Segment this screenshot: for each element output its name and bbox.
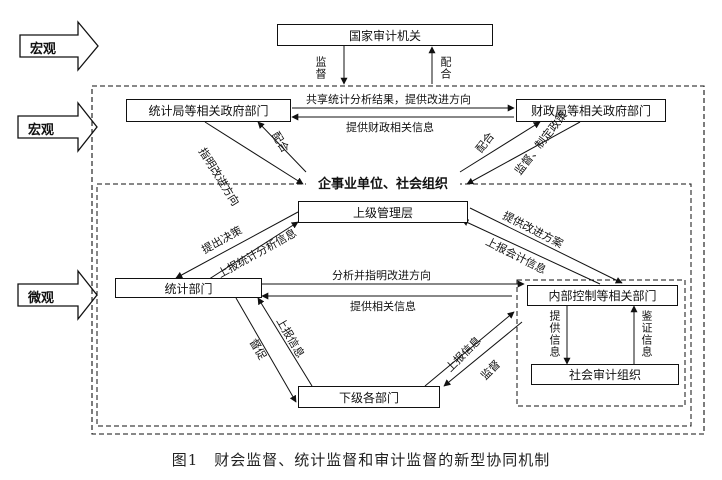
node-upper-management: 上级管理层 bbox=[298, 201, 468, 223]
label-provide-info: 提供信息 bbox=[548, 310, 561, 358]
node-statistics-bureau: 统计局等相关政府部门 bbox=[126, 99, 291, 122]
tier-label-micro: 微观 bbox=[28, 291, 55, 306]
arrow-give-decision bbox=[175, 211, 299, 279]
label-audit-cooperate: 配合 bbox=[439, 56, 452, 80]
label-provide-related-info: 提供相关信息 bbox=[350, 300, 416, 313]
arrow-report-info-right bbox=[424, 311, 515, 387]
node-social-audit: 社会审计组织 bbox=[531, 364, 679, 385]
tier-arrow-micro bbox=[17, 269, 98, 321]
node-enterprises: 企事业单位、社会组织 bbox=[306, 172, 460, 192]
arrow-report-accounting bbox=[461, 219, 601, 285]
tier-label-top: 宏观 bbox=[30, 42, 57, 57]
arrow-report-stat-info bbox=[202, 221, 299, 284]
node-internal-control: 内部控制等相关部门 bbox=[527, 285, 678, 306]
tier-arrow-mid bbox=[17, 101, 98, 153]
arrow-fin-cooperate bbox=[459, 121, 541, 173]
label-audit-supervise: 监督 bbox=[314, 56, 327, 80]
arrow-provide-plan bbox=[469, 207, 623, 284]
arrow-point-direction bbox=[204, 121, 304, 185]
node-finance-bureau: 财政局等相关政府部门 bbox=[516, 99, 666, 122]
label-analyze-direction: 分析并指明改进方向 bbox=[332, 269, 431, 282]
label-share-results: 共享统计分析结果，提供改进方向 bbox=[306, 93, 471, 106]
figure-caption: 图1 财会监督、统计监督和审计监督的新型协同机制 bbox=[171, 451, 551, 469]
internal-boundary bbox=[516, 279, 686, 407]
tier-arrow-top bbox=[19, 20, 99, 72]
node-statistics-dept: 统计部门 bbox=[115, 278, 262, 298]
node-lower-depts: 下级各部门 bbox=[298, 386, 440, 408]
arrow-report-info-left bbox=[257, 297, 313, 387]
arrow-supervise-policy bbox=[466, 121, 581, 185]
label-verify-info: 鉴证信息 bbox=[640, 310, 653, 358]
outer-boundary bbox=[91, 85, 705, 435]
arrow-stat-cooperate bbox=[257, 121, 307, 173]
tier-label-mid: 宏观 bbox=[28, 123, 55, 138]
arrow-urge bbox=[235, 297, 297, 403]
label-provide-finance-info: 提供财政相关信息 bbox=[346, 121, 434, 134]
node-national-audit: 国家审计机关 bbox=[277, 24, 493, 46]
arrow-supervise-lower bbox=[443, 321, 523, 387]
